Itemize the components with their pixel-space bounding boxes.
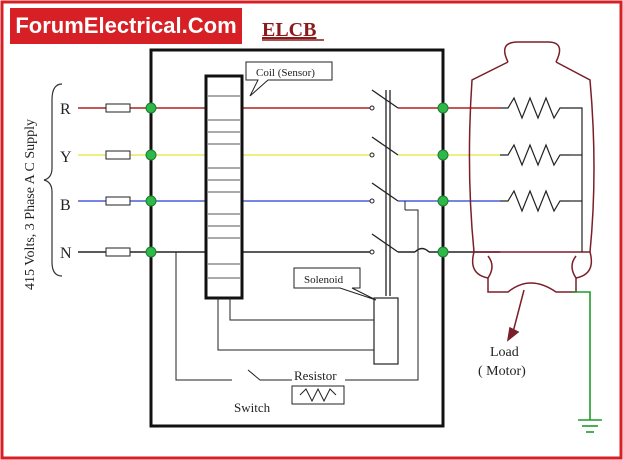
solenoid-label: Solenoid xyxy=(304,274,344,286)
logo-background xyxy=(10,8,242,44)
load-arrow xyxy=(506,289,525,342)
switch-label: Switch xyxy=(234,400,271,415)
fuse-y xyxy=(105,150,131,160)
solenoid xyxy=(373,297,399,365)
diagram-title: ELCB xyxy=(262,19,316,41)
supply-label: 415 Volts, 3 Phase A C Supply xyxy=(23,119,38,290)
brand-logo: ForumElectrical.Com xyxy=(10,8,242,44)
phase-label-b: B xyxy=(60,197,71,214)
motor-windings xyxy=(500,96,583,252)
coil-callout: Coil (Sensor) xyxy=(245,61,333,97)
supply-brace xyxy=(43,83,63,277)
fuse-b xyxy=(105,196,131,206)
phase-label-n: N xyxy=(60,245,72,262)
load-label-line1: Load xyxy=(490,345,519,360)
breaker-contacts xyxy=(371,89,399,296)
fuse-r xyxy=(105,103,131,113)
fuse-n xyxy=(105,247,131,257)
test-circuit xyxy=(175,201,419,381)
resistor-label: Resistor xyxy=(294,368,337,383)
coil-label: Coil (Sensor) xyxy=(256,67,315,79)
logo-text: ForumElectrical.Com xyxy=(15,13,236,38)
motor-load xyxy=(468,41,595,293)
phase-label-r: R xyxy=(60,101,71,118)
contact-points xyxy=(369,105,375,255)
phase-label-y: Y xyxy=(60,149,72,166)
load-label-line2: ( Motor) xyxy=(478,364,526,379)
coil-sensor xyxy=(204,74,244,300)
elcb-enclosure xyxy=(149,48,445,428)
junction-nodes xyxy=(145,102,449,258)
ground-icon xyxy=(572,291,602,433)
phase-line-n xyxy=(78,247,500,253)
resistor xyxy=(291,385,345,405)
solenoid-callout: Solenoid xyxy=(293,267,377,301)
